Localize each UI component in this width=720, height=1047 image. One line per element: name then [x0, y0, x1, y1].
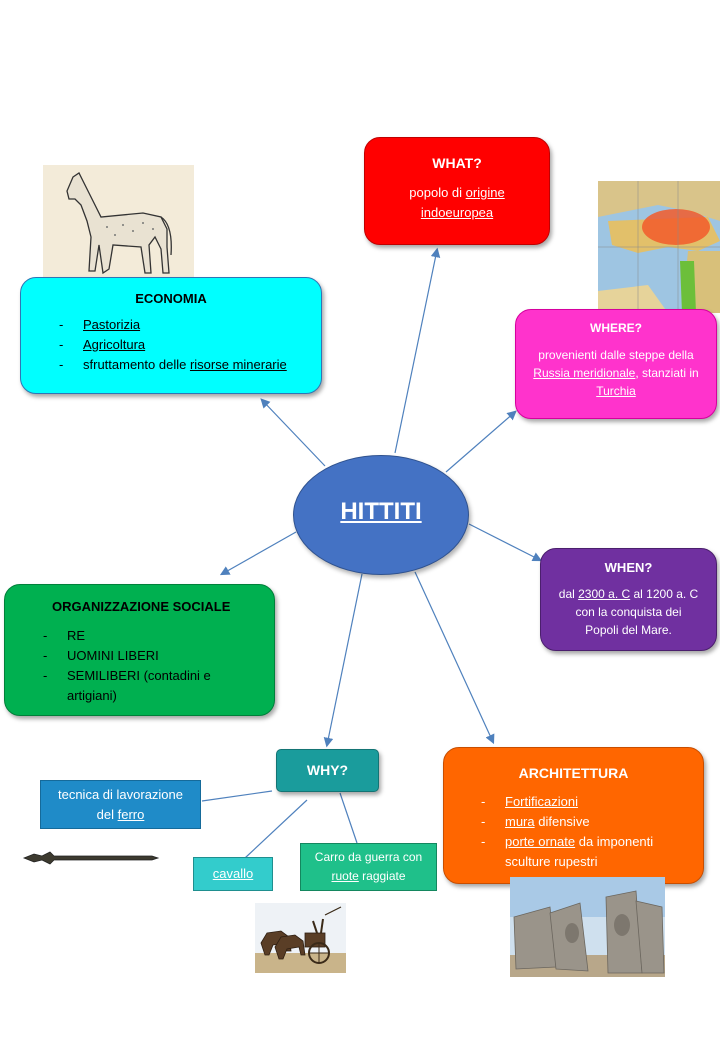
- architettura-box: ARCHITETTURA -Fortificazioni -mura difen…: [443, 747, 704, 884]
- date-link[interactable]: 2300 a. C: [578, 587, 631, 601]
- arrow-to-economia: [260, 398, 326, 467]
- turchia-link[interactable]: Turchia: [596, 384, 636, 398]
- when-title: WHEN?: [604, 560, 653, 575]
- what-title: WHAT?: [432, 155, 482, 171]
- list-item: -RE: [43, 628, 86, 643]
- list-item: -UOMINI LIBERI: [43, 648, 159, 663]
- cavallo-box: cavallo: [193, 857, 273, 891]
- why-box: WHY?: [276, 749, 379, 792]
- list-item: -mura difensive: [481, 814, 590, 829]
- economia-title: ECONOMIA: [135, 291, 207, 306]
- ferro-link[interactable]: ferro: [117, 807, 145, 822]
- arrow-to-sociale: [219, 531, 297, 576]
- dagger-image: [20, 846, 160, 870]
- why-title: WHY?: [306, 762, 349, 778]
- hittiti-center: HITTITI: [293, 455, 469, 575]
- when-box: WHEN? dal 2300 a. C al 1200 a. C con la …: [540, 548, 717, 651]
- sociale-list: -RE -UOMINI LIBERI -SEMILIBERI (contadin…: [5, 626, 274, 706]
- where-box: WHERE? provenienti dalle steppe della Ru…: [515, 309, 717, 419]
- cavallo-link[interactable]: cavallo: [212, 866, 254, 881]
- when-text: dal 2300 a. C al 1200 a. C con la conqui…: [558, 587, 699, 637]
- sociale-title: ORGANIZZAZIONE SOCIALE: [52, 599, 231, 614]
- line-why-carro: [339, 792, 358, 844]
- arrow-to-architettura: [414, 571, 495, 745]
- arrow-to-what: [394, 247, 441, 454]
- what-text: popolo di origine indoeuropea: [409, 185, 505, 220]
- architettura-title: ARCHITETTURA: [518, 765, 629, 781]
- list-item: -sfruttamento delle risorse minerarie: [59, 357, 287, 372]
- where-title: WHERE?: [590, 321, 642, 335]
- horse-image: [43, 165, 194, 285]
- sociale-box: ORGANIZZAZIONE SOCIALE -RE -UOMINI LIBER…: [4, 584, 275, 716]
- ruins-image: [510, 877, 665, 977]
- list-item: -Agricoltura: [59, 337, 146, 352]
- architettura-list: -Fortificazioni -mura difensive -porte o…: [444, 792, 703, 872]
- map-image: [598, 181, 720, 313]
- line-why-cavallo: [244, 799, 308, 859]
- list-item: -Pastorizia: [59, 317, 141, 332]
- arrow-to-why: [323, 573, 363, 748]
- economia-box: ECONOMIA -Pastorizia -Agricoltura -sfrut…: [20, 277, 322, 394]
- line-why-tecnica: [201, 790, 273, 802]
- indoeuropea-link[interactable]: indoeuropea: [420, 205, 494, 220]
- arrow-to-where: [445, 410, 517, 473]
- russia-link[interactable]: Russia meridionale: [533, 366, 636, 380]
- economia-list: -Pastorizia -Agricoltura -sfruttamento d…: [21, 315, 321, 375]
- ruote-link[interactable]: ruote: [331, 869, 359, 883]
- chariot-image: [255, 903, 346, 973]
- what-box: WHAT? popolo di origine indoeuropea: [364, 137, 550, 245]
- list-item: -Fortificazioni: [481, 794, 578, 809]
- hittiti-title[interactable]: HITTITI: [340, 498, 422, 525]
- tecnica-box: tecnica di lavorazione del ferro: [40, 780, 201, 829]
- arrow-to-when: [468, 523, 543, 562]
- where-text: provenienti dalle steppe della Russia me…: [533, 348, 699, 398]
- origine-link[interactable]: origine: [465, 185, 505, 200]
- carro-box: Carro da guerra con ruote raggiate: [300, 843, 437, 891]
